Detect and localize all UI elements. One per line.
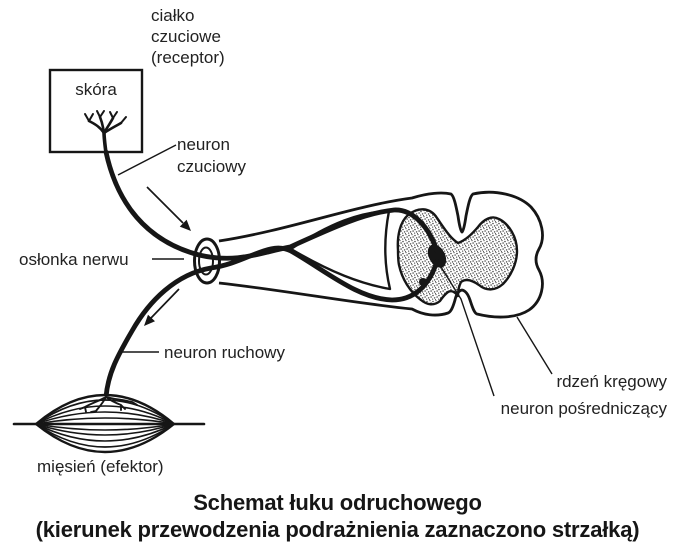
skin-label: skóra [75, 80, 117, 99]
nerve-sheath-label: osłonka nerwu [19, 250, 129, 269]
motor-neuron-label: neuron ruchowy [164, 343, 285, 362]
muscle-spindle [12, 393, 206, 454]
sensory-neuron-label: neuron czuciowy [177, 135, 246, 176]
caption-subtitle: (kierunek przewodzenia podrażnienia zazn… [35, 517, 640, 542]
direction-arrow-sensory [146, 186, 191, 231]
nerve-inner-gap [289, 209, 392, 291]
interneuron-label: neuron pośredniczący [500, 399, 667, 418]
leader-spinal-cord [516, 316, 553, 375]
leader-sensory-neuron [117, 144, 177, 176]
caption-title: Schemat łuku odruchowego [193, 490, 482, 515]
interneuron-body [427, 244, 447, 268]
leader-interneuron [440, 266, 495, 397]
direction-arrow-motor [144, 288, 180, 326]
receptor-label: ciałko czuciowe (receptor) [151, 6, 225, 67]
spinal-cord-label: rdzeń kręgowy [556, 372, 667, 391]
figure-caption: Schemat łuku odruchowego (kierunek przew… [0, 489, 675, 543]
motor-end-plate-icon [79, 396, 138, 413]
leader-lines [117, 144, 553, 397]
motor-neuron-fiber [103, 245, 440, 400]
nerve-sheath-icon [193, 237, 221, 285]
muscle-label: mięsień (efektor) [37, 457, 164, 476]
